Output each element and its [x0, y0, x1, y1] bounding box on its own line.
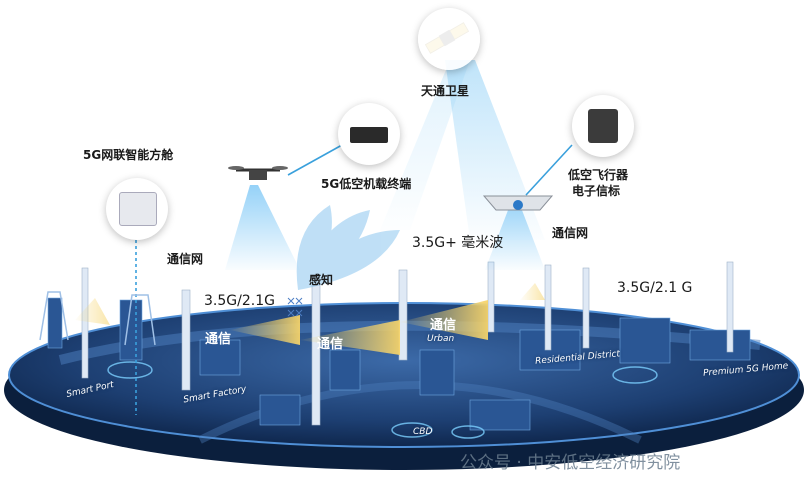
cabin-image — [106, 178, 168, 240]
port-crane-icon — [39, 291, 156, 346]
label-band-right: 3.5G/2.1 G — [617, 280, 693, 296]
label-band-left: 3.5G/2.1G — [204, 293, 275, 309]
beacon-icon — [588, 109, 618, 143]
drone-beam-left — [225, 185, 300, 270]
label-beacon-line2: 电子信标 — [572, 184, 621, 198]
beacon-image — [572, 95, 634, 157]
label-comm-net-left: 通信网 — [167, 252, 204, 266]
drone-beam-right — [485, 205, 545, 270]
label-satellite: 天通卫星 — [421, 84, 470, 98]
sensing-beams — [296, 205, 400, 290]
watermark: 公众号 · 中安低空经济研究院 — [460, 453, 681, 473]
label-comm-2: 通信 — [317, 337, 344, 352]
comm-beam — [75, 298, 110, 325]
label-beacon-line1: 低空飞行器 — [568, 168, 629, 182]
comm-beam — [520, 283, 545, 300]
ground-rings — [107, 361, 658, 439]
base-station-poles — [81, 261, 734, 426]
comm-beam — [230, 315, 300, 345]
lattice-marker — [287, 297, 303, 317]
connector-lines — [135, 144, 573, 415]
label-terminal: 5G低空机载终端 — [321, 177, 412, 191]
satellite-beam — [445, 60, 545, 240]
comm-beam — [400, 300, 488, 340]
terminal-icon — [350, 127, 388, 143]
label-sense: 感知 — [309, 273, 334, 287]
label-band-mmwave: 3.5G+ 毫米波 — [412, 235, 504, 251]
label-cabin: 5G网联智能方舱 — [83, 148, 174, 162]
satellite-beam — [380, 60, 470, 230]
terminal-image — [338, 103, 400, 165]
zone-urban: Urban — [427, 334, 455, 344]
label-comm-net-right: 通信网 — [552, 226, 589, 240]
drone-left-icon — [228, 166, 288, 180]
satellite-image — [418, 8, 480, 70]
zone-cbd: CBD — [413, 427, 433, 437]
cabin-icon — [119, 192, 157, 226]
drone-right-icon — [482, 195, 554, 211]
label-comm-1: 通信 — [205, 332, 232, 347]
label-comm-3: 通信 — [430, 318, 457, 333]
comm-beam — [300, 320, 400, 355]
